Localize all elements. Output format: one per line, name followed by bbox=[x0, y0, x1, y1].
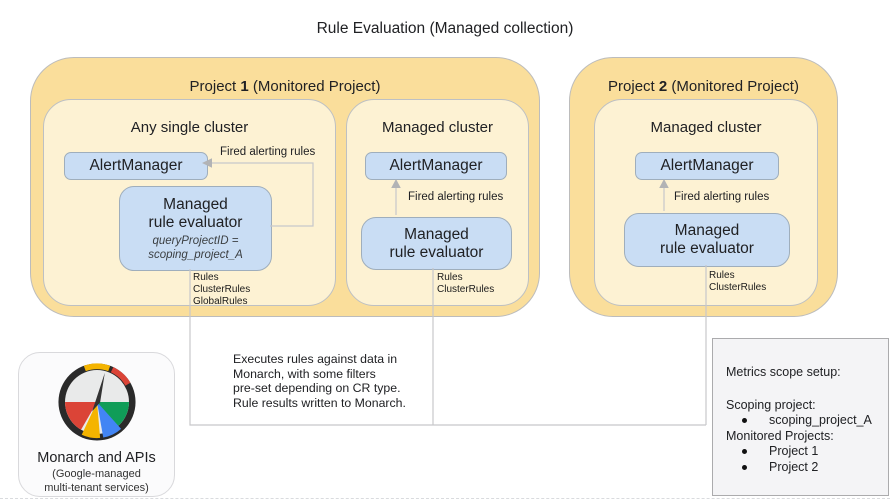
managed-cluster-box-2: Managed cluster AlertManager Managed rul… bbox=[594, 99, 818, 306]
monarch-panel: Monarch and APIs (Google-managed multi-t… bbox=[18, 352, 175, 497]
alertmanager-box-1: AlertManager bbox=[64, 152, 208, 180]
project-1-header-prefix: Project bbox=[189, 78, 241, 95]
project-2-header-suffix: (Monitored Project) bbox=[667, 78, 799, 95]
project-1-header: Project 1 (Monitored Project) bbox=[31, 78, 539, 95]
monarch-gauge-icon bbox=[58, 363, 136, 441]
page-edge-divider bbox=[0, 498, 890, 499]
monitored-project-item-1: Project 1 bbox=[769, 444, 819, 458]
alertmanager-box-2: AlertManager bbox=[365, 152, 507, 180]
project-1-header-number: 1 bbox=[240, 78, 249, 95]
managed-rule-evaluator-box-1: Managed rule evaluator queryProjectID = … bbox=[119, 186, 272, 271]
crd-labels-managed-cluster-2: Rules ClusterRules bbox=[709, 270, 767, 293]
execution-note: Executes rules against data in Monarch, … bbox=[233, 352, 406, 410]
scoping-project-label: Scoping project: bbox=[726, 397, 816, 412]
evaluator-1-label: Managed rule evaluator bbox=[148, 195, 243, 231]
managed-rule-evaluator-box-3: Managed rule evaluator bbox=[624, 213, 790, 267]
list-item: scoping_project_A bbox=[726, 413, 884, 429]
project-2-header-number: 2 bbox=[658, 78, 668, 95]
alertmanager-box-3: AlertManager bbox=[635, 152, 779, 180]
managed-cluster-2-title: Managed cluster bbox=[650, 119, 762, 136]
monarch-subtitle: (Google-managed multi-tenant services) bbox=[44, 468, 149, 494]
project-2-header-prefix: Project bbox=[608, 78, 659, 95]
monitored-projects-label: Monitored Projects: bbox=[726, 428, 834, 443]
managed-cluster-1-title: Managed cluster bbox=[382, 119, 493, 136]
project-2-header: Project 2 (Monitored Project) bbox=[570, 78, 837, 95]
fired-alerting-rules-label-1: Fired alerting rules bbox=[220, 146, 316, 158]
bullet-icon bbox=[742, 418, 747, 423]
any-single-cluster-title: Any single cluster bbox=[130, 119, 249, 136]
project-2-box: Project 2 (Monitored Project) Managed cl… bbox=[569, 57, 838, 317]
crd-labels-any-cluster: Rules ClusterRules GlobalRules bbox=[193, 272, 251, 307]
fired-alerting-rules-label-2: Fired alerting rules bbox=[408, 191, 504, 203]
any-single-cluster-box: Any single cluster AlertManager Managed … bbox=[43, 99, 336, 306]
evaluator-1-query-note: queryProjectID = scoping_project_A bbox=[148, 234, 243, 261]
list-item: Project 1 bbox=[726, 444, 884, 460]
project-1-header-suffix: (Monitored Project) bbox=[248, 78, 381, 95]
bullet-icon bbox=[742, 449, 747, 454]
list-item: Project 2 bbox=[726, 460, 884, 476]
metrics-panel-title: Metrics scope setup: bbox=[726, 365, 841, 379]
scoping-project-item: scoping_project_A bbox=[769, 413, 872, 427]
bullet-icon bbox=[742, 464, 747, 470]
crd-labels-managed-cluster-1: Rules ClusterRules bbox=[437, 272, 495, 295]
monarch-title: Monarch and APIs bbox=[37, 450, 156, 466]
diagram-title: Rule Evaluation (Managed collection) bbox=[316, 20, 574, 37]
evaluator-3-label: Managed rule evaluator bbox=[660, 222, 754, 257]
managed-rule-evaluator-box-2: Managed rule evaluator bbox=[361, 217, 512, 270]
metrics-scope-panel: Metrics scope setup: Scoping project: sc… bbox=[712, 338, 889, 496]
fired-alerting-rules-label-3: Fired alerting rules bbox=[674, 191, 770, 203]
evaluator-2-label: Managed rule evaluator bbox=[389, 225, 484, 261]
monitored-project-item-2: Project 2 bbox=[769, 459, 819, 474]
